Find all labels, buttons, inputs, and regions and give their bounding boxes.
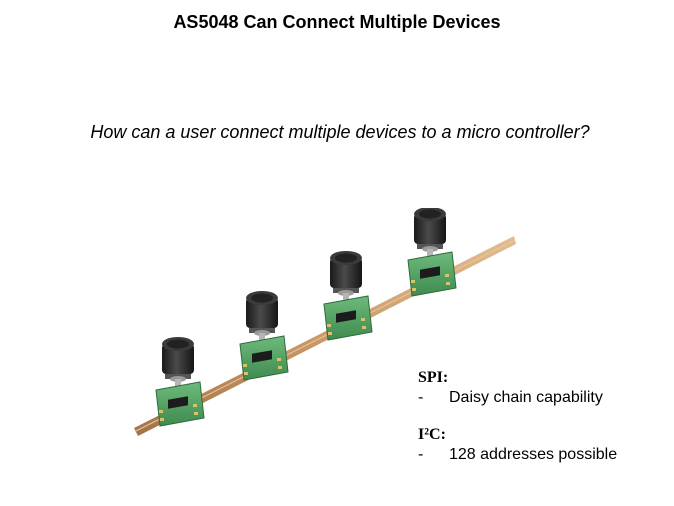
slide-question: How can a user connect multiple devices …: [90, 122, 590, 142]
multi-device-bus-illustration: [134, 208, 516, 436]
i2c-bullet-marker: -: [418, 446, 424, 463]
spi-bullet-marker: -: [418, 389, 424, 406]
slide-title: AS5048 Can Connect Multiple Devices: [173, 12, 501, 32]
i2c-bullet-text: 128 addresses possible: [449, 446, 618, 463]
i2c-bullet: - 128 addresses possible: [418, 445, 668, 465]
interface-notes: SPI: - Daisy chain capability I²C: - 128…: [418, 368, 668, 465]
i2c-heading: I²C:: [418, 426, 446, 443]
spi-heading: SPI:: [418, 369, 449, 386]
spi-bullet: - Daisy chain capability: [418, 388, 668, 408]
spi-bullet-text: Daisy chain capability: [449, 389, 603, 406]
